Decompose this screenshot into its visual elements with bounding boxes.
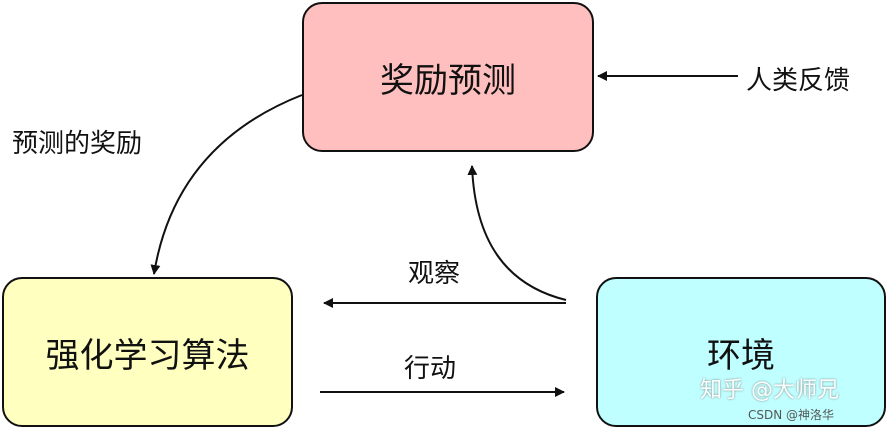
watermark-csdn: CSDN @神洛华 (748, 408, 835, 422)
watermark-zhihu: 知乎 @大师兄 (700, 378, 839, 403)
node-rl-algorithm-label: 强化学习算法 (45, 335, 250, 376)
edge-label-predicted-reward: 预测的奖励 (12, 129, 143, 159)
edge-label-observation: 观察 (408, 259, 461, 289)
node-rl-algorithm: 强化学习算法 (2, 277, 293, 427)
node-environment: 环境 (596, 277, 886, 427)
arrow-observation-to-reward (467, 165, 567, 301)
node-reward-prediction-label: 奖励预测 (380, 60, 516, 101)
arrow-predicted-reward (150, 94, 303, 275)
edge-label-human-feedback: 人类反馈 (746, 66, 851, 96)
edge-label-action: 行动 (404, 354, 457, 384)
node-environment-label: 环境 (707, 335, 775, 376)
node-reward-prediction: 奖励预测 (302, 2, 594, 152)
